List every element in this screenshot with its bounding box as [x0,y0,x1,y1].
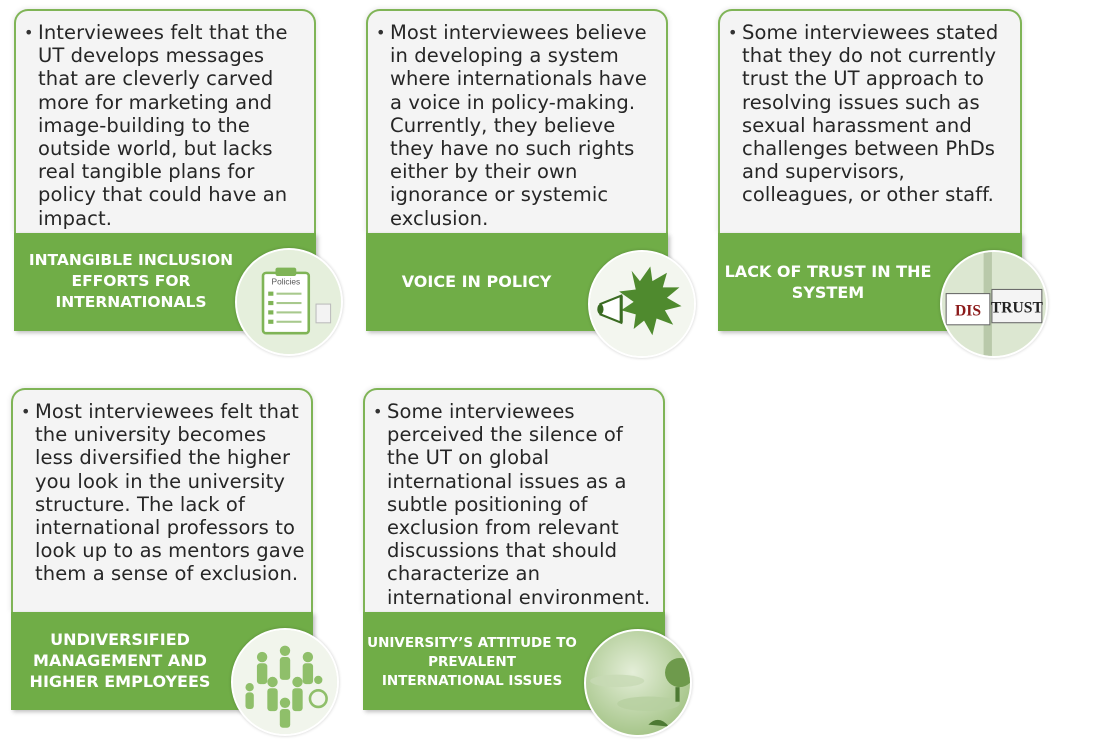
card-undiversified-management: • Most interviewees felt that the univer… [11,388,341,738]
card-lack-of-trust: • Some interviewees stated that they do … [718,9,1048,358]
category-label: UNDIVERSIFIED MANAGEMENT AND HIGHER EMPL… [29,630,211,691]
policies-icon-text: Policies [272,276,301,286]
policies-clipboard-icon: Policies [235,248,343,356]
card-body-text: Some interviewees perceived the silence … [387,400,651,609]
card-text-box: • Some interviewees stated that they do … [718,9,1022,233]
distrust-icon-text-b: TRUST [991,299,1044,316]
bullet: • [728,23,738,42]
card-university-attitude: • Some interviewees perceived the silenc… [363,388,693,738]
card-body-text: Some interviewees stated that they do no… [742,21,999,207]
distrust-icon: DIS TRUST [940,250,1048,358]
globe-icon [584,629,692,737]
bullet: • [376,23,386,42]
card-body-text: Most interviewees believe in developing … [390,21,647,230]
bullet: • [21,402,31,421]
category-label: INTANGIBLE INCLUSION EFFORTS FOR INTERNA… [28,251,234,311]
category-label: LACK OF TRUST IN THE SYSTEM [724,262,932,302]
distrust-icon-text-a: DIS [955,302,981,319]
card-voice-in-policy: • Most interviewees believe in developin… [366,9,696,358]
megaphone-icon [588,250,696,358]
bullet: • [373,402,383,421]
people-group-icon [231,628,339,736]
category-label: UNIVERSITY’S ATTITUDE TO PREVALENT INTER… [367,635,577,689]
bullet: • [24,23,34,42]
card-body-text: Most interviewees felt that the universi… [35,400,305,586]
card-text-box: • Some interviewees perceived the silenc… [363,388,665,612]
card-text-box: • Most interviewees believe in developin… [366,9,668,233]
card-text-box: • Most interviewees felt that the univer… [11,388,313,612]
card-text-box: • Interviewees felt that the UT develops… [14,9,316,233]
category-label: VOICE IN POLICY [401,272,552,291]
card-intangible-inclusion: • Interviewees felt that the UT develops… [14,9,344,357]
card-body-text: Interviewees felt that the UT develops m… [38,21,288,230]
